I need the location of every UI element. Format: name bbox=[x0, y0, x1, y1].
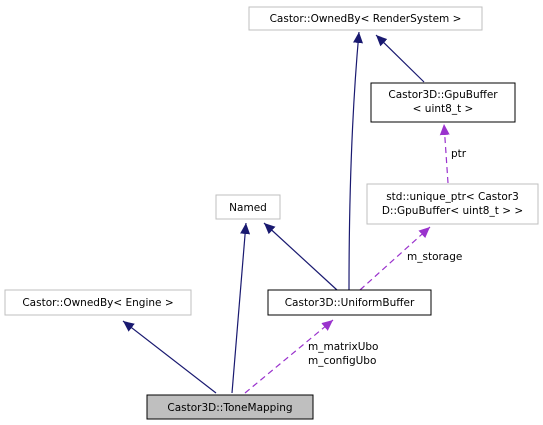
node-gpu-buffer[interactable]: Castor3D::GpuBuffer < uint8_t > bbox=[370, 82, 516, 123]
edge-uniformbuffer-to-owned-render bbox=[348, 31, 363, 291]
edge-label-storage: m_storage bbox=[407, 251, 462, 263]
node-uniform-buffer[interactable]: Castor3D::UniformBuffer bbox=[267, 289, 432, 316]
edge-uniformbuffer-to-uniqueptr bbox=[359, 226, 431, 291]
edge-uniformbuffer-to-named bbox=[263, 222, 338, 291]
edges bbox=[122, 31, 450, 394]
edge-tonemapping-to-uniformbuffer bbox=[244, 319, 334, 394]
node-owned-engine[interactable]: Castor::OwnedBy< Engine > bbox=[4, 289, 192, 316]
edge-uniqueptr-to-gpubuffer bbox=[439, 123, 450, 184]
node-owned-render-system-label: Castor::OwnedBy< RenderSystem > bbox=[270, 13, 462, 25]
node-unique-ptr[interactable]: std::unique_ptr< Castor3 D::GpuBuffer< u… bbox=[366, 183, 539, 225]
edge-gpubuffer-to-owned-render bbox=[375, 34, 425, 83]
node-unique-ptr-line2: D::GpuBuffer< uint8_t > > bbox=[382, 205, 523, 217]
node-tone-mapping-label: Castor3D::ToneMapping bbox=[167, 402, 292, 414]
edge-label-matrix-ubo: m_matrixUbo bbox=[308, 341, 378, 353]
edge-label-config-ubo: m_configUbo bbox=[308, 355, 376, 367]
node-tone-mapping[interactable]: Castor3D::ToneMapping bbox=[146, 394, 314, 420]
node-named[interactable]: Named bbox=[215, 194, 281, 220]
node-unique-ptr-line1: std::unique_ptr< Castor3 bbox=[386, 191, 519, 203]
edge-labels: ptr m_storage m_matrixUbo m_configUbo bbox=[308, 148, 467, 367]
node-owned-engine-label: Castor::OwnedBy< Engine > bbox=[22, 297, 173, 309]
edge-tonemapping-to-owned-engine bbox=[122, 320, 217, 394]
node-uniform-buffer-label: Castor3D::UniformBuffer bbox=[285, 297, 415, 309]
edge-label-ptr: ptr bbox=[451, 148, 467, 160]
edge-tonemapping-to-named bbox=[231, 222, 251, 394]
node-gpu-buffer-line2: < uint8_t > bbox=[413, 103, 474, 115]
node-owned-render-system[interactable]: Castor::OwnedBy< RenderSystem > bbox=[248, 6, 483, 31]
node-named-label: Named bbox=[229, 202, 267, 214]
node-gpu-buffer-line1: Castor3D::GpuBuffer bbox=[388, 89, 498, 101]
